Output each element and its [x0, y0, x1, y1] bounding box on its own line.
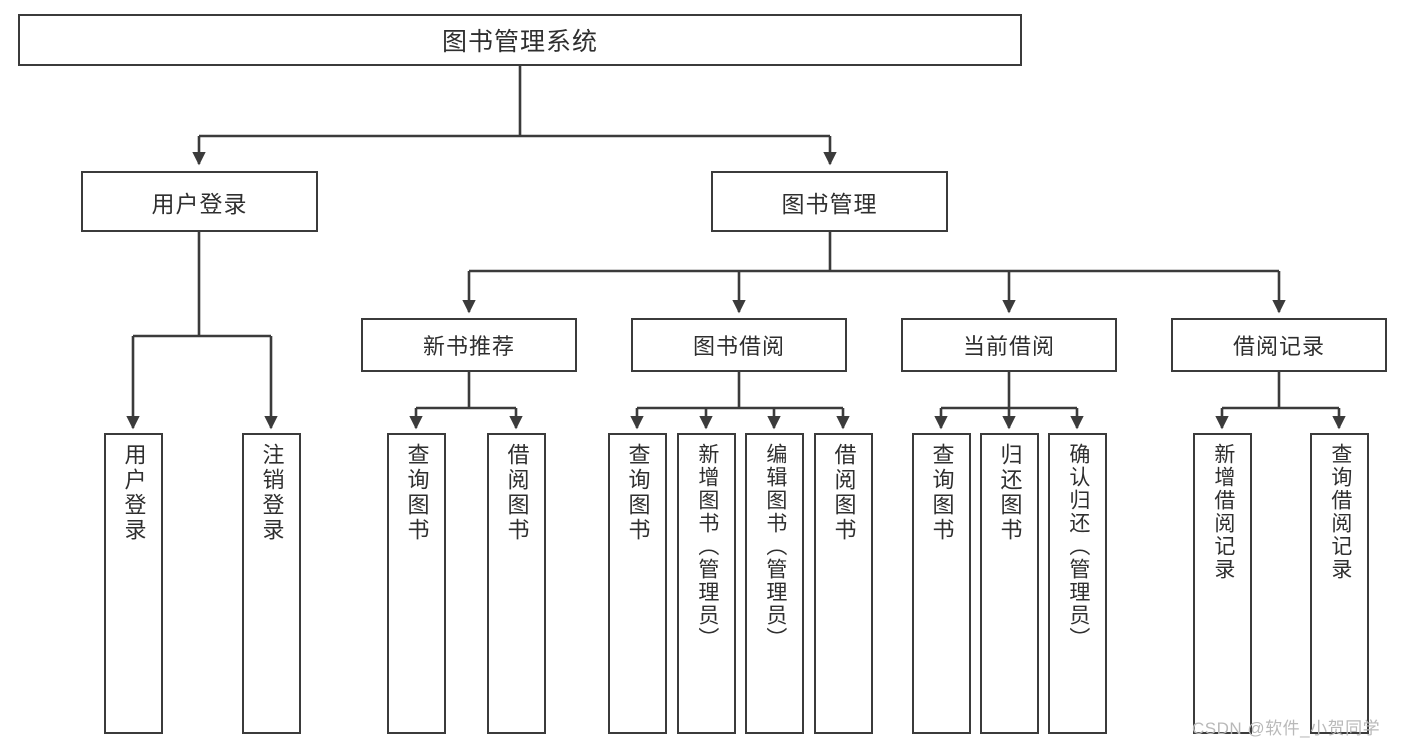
node-current-borrow[interactable]: 当前借阅	[901, 318, 1117, 372]
node-leaf-query-books-borrow-label: 查询图书	[625, 443, 651, 543]
node-current-borrow-label: 当前借阅	[962, 334, 1055, 359]
node-book-management-label: 图书管理	[781, 190, 878, 217]
node-leaf-edit-book-admin-label: 编辑图书（管理员）	[763, 443, 787, 650]
node-new-book-recommend-label: 新书推荐	[422, 334, 515, 359]
node-leaf-logout[interactable]: 注销登录	[242, 433, 301, 734]
node-leaf-user-login-label: 用户登录	[121, 443, 147, 543]
node-book-borrow[interactable]: 图书借阅	[631, 318, 847, 372]
node-borrow-records-label: 借阅记录	[1232, 334, 1325, 359]
node-borrow-records[interactable]: 借阅记录	[1171, 318, 1387, 372]
node-leaf-query-books-current[interactable]: 查询图书	[912, 433, 971, 734]
node-leaf-query-borrow-record-label: 查询借阅记录	[1328, 443, 1352, 581]
watermark-text: CSDN @软件_小贺同学	[1192, 719, 1381, 738]
node-leaf-logout-label: 注销登录	[259, 443, 285, 543]
node-root-label: 图书管理系统	[441, 28, 598, 56]
node-leaf-return-books[interactable]: 归还图书	[980, 433, 1039, 734]
node-leaf-confirm-return-admin[interactable]: 确认归还（管理员）	[1048, 433, 1107, 734]
node-leaf-borrow-books-new[interactable]: 借阅图书	[487, 433, 546, 734]
node-leaf-add-book-admin-label: 新增图书（管理员）	[695, 443, 719, 650]
node-user-login[interactable]: 用户登录	[81, 171, 318, 232]
node-leaf-confirm-return-admin-label: 确认归还（管理员）	[1066, 443, 1090, 650]
node-leaf-query-books-new-label: 查询图书	[404, 443, 430, 543]
node-user-login-label: 用户登录	[151, 190, 248, 217]
node-book-management[interactable]: 图书管理	[711, 171, 948, 232]
node-leaf-user-login[interactable]: 用户登录	[104, 433, 163, 734]
node-leaf-query-books-current-label: 查询图书	[929, 443, 955, 543]
node-leaf-query-books-new[interactable]: 查询图书	[387, 433, 446, 734]
node-leaf-add-book-admin[interactable]: 新增图书（管理员）	[677, 433, 736, 734]
node-leaf-query-borrow-record[interactable]: 查询借阅记录	[1310, 433, 1369, 734]
node-new-book-recommend[interactable]: 新书推荐	[361, 318, 577, 372]
node-leaf-query-books-borrow[interactable]: 查询图书	[608, 433, 667, 734]
node-leaf-borrow-books-new-label: 借阅图书	[504, 443, 530, 543]
node-leaf-add-borrow-record-label: 新增借阅记录	[1211, 443, 1235, 581]
node-leaf-return-books-label: 归还图书	[997, 443, 1023, 543]
node-leaf-add-borrow-record[interactable]: 新增借阅记录	[1193, 433, 1252, 734]
node-book-borrow-label: 图书借阅	[692, 334, 785, 359]
node-leaf-borrow-books-borrow-label: 借阅图书	[831, 443, 857, 543]
node-root-book-management-system[interactable]: 图书管理系统	[18, 14, 1022, 66]
node-leaf-edit-book-admin[interactable]: 编辑图书（管理员）	[745, 433, 804, 734]
node-leaf-borrow-books-borrow[interactable]: 借阅图书	[814, 433, 873, 734]
